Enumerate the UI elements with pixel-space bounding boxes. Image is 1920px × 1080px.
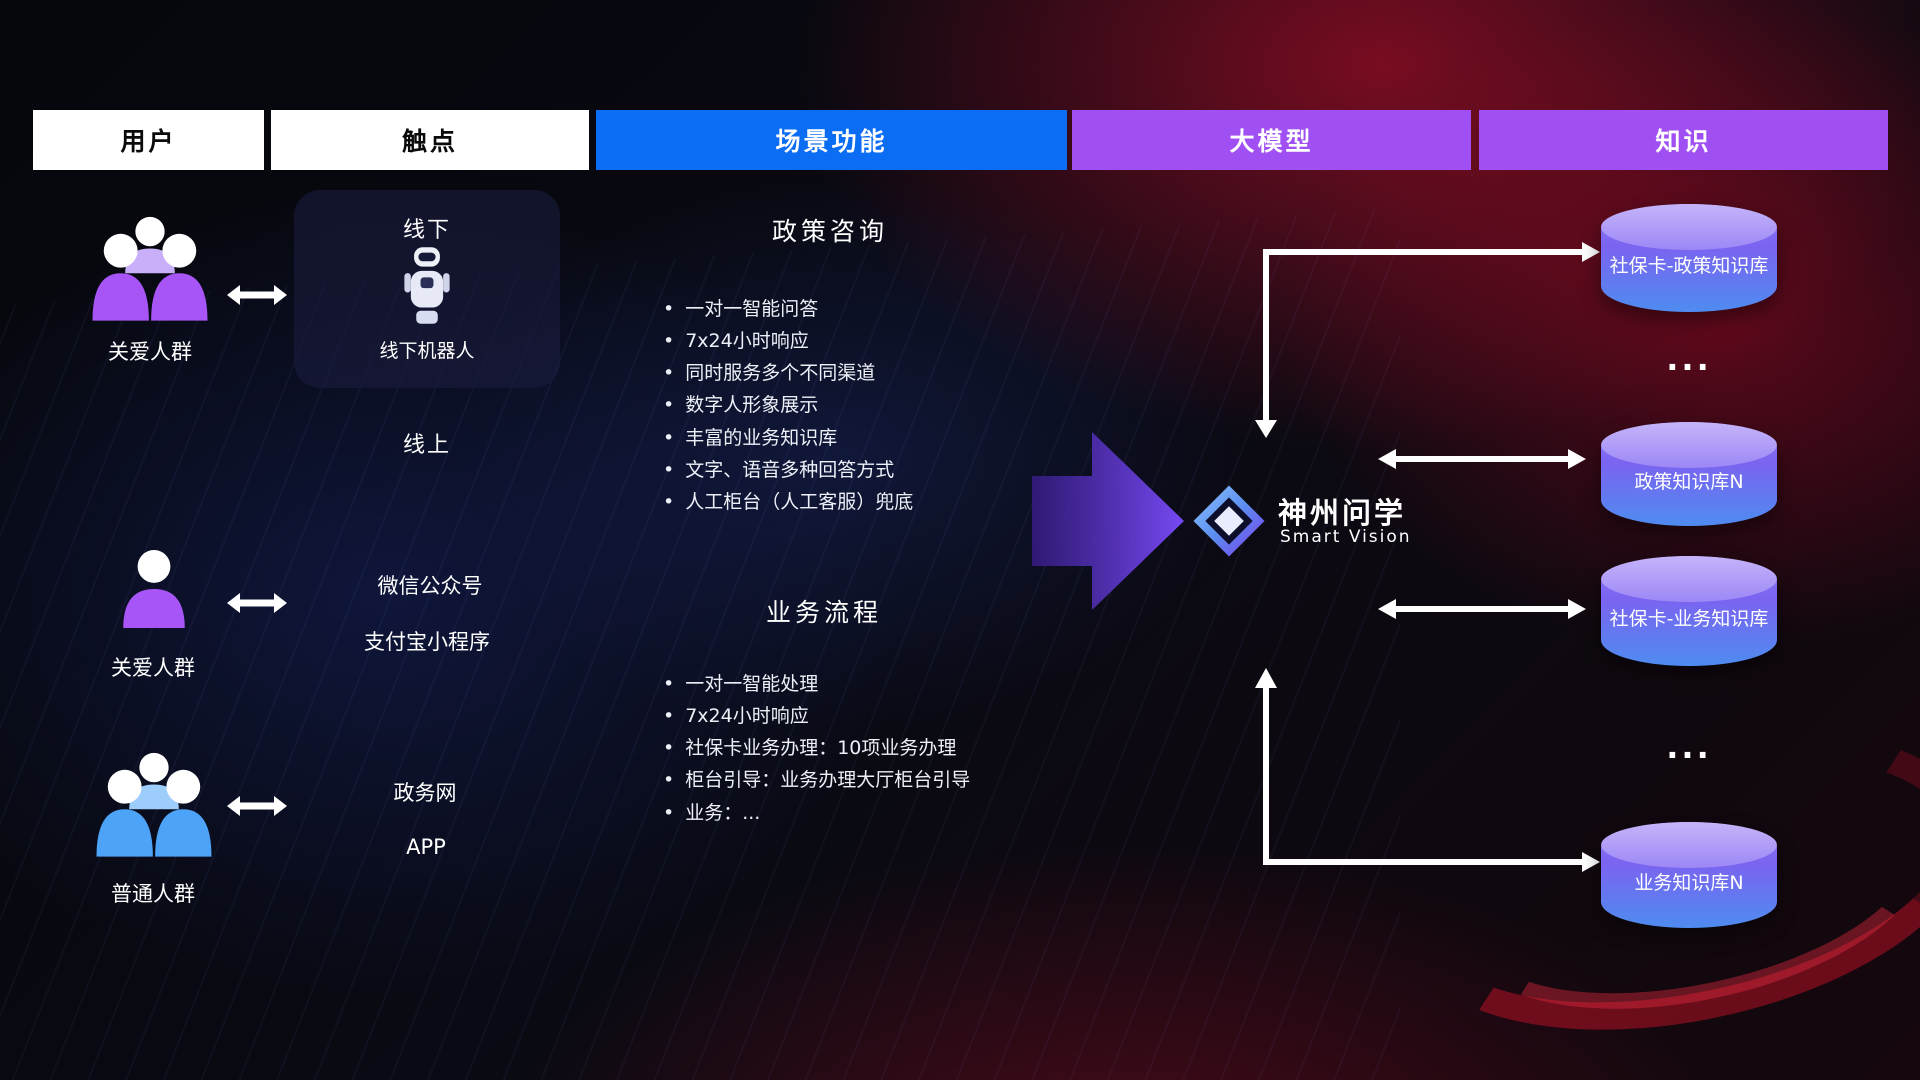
- online-title: 线上: [402, 433, 452, 458]
- offline-touchpoint-card: 线下 线下机器人: [294, 190, 560, 388]
- database-cylinder: 社保卡-业务知识库: [1601, 556, 1777, 666]
- scene-business-item: 业务：...: [663, 798, 760, 825]
- offline-device-label: 线下机器人: [379, 340, 475, 362]
- bidirectional-arrow-icon: [227, 285, 287, 305]
- bidirectional-arrow-icon: [227, 796, 287, 816]
- scene-policy-item: 人工柜台（人工客服）兜底: [663, 487, 913, 514]
- robot-icon: [404, 247, 450, 324]
- user-label: 普通人群: [111, 882, 195, 906]
- flow-arrow: [1032, 432, 1184, 610]
- column-header-scenes: 场景功能: [596, 110, 1067, 170]
- connector-arrow-double: [1378, 599, 1586, 619]
- scene-policy-item: 一对一智能问答: [663, 294, 818, 321]
- channel-wechat: 微信公众号: [377, 574, 483, 598]
- scene-business-item: 社保卡业务办理：10项业务办理: [663, 733, 956, 760]
- user-label: 关爱人群: [111, 656, 195, 680]
- database-lid: [1601, 822, 1777, 868]
- brand-name: 神州问学: [1278, 496, 1407, 530]
- offline-title: 线下: [402, 218, 452, 243]
- bidirectional-arrow-icon: [227, 593, 287, 613]
- database-label: 政策知识库N: [1634, 471, 1744, 494]
- scene-title-business: 业务流程: [765, 598, 883, 627]
- scene-policy-item: 同时服务多个不同渠道: [663, 358, 875, 385]
- scene-policy-item: 丰富的业务知识库: [663, 423, 837, 450]
- brand-subtitle: Smart Vision: [1280, 527, 1412, 547]
- column-header-model: 大模型: [1072, 110, 1471, 170]
- scene-policy-item: 文字、语音多种回答方式: [663, 455, 894, 482]
- scene-policy-item: 数字人形象展示: [663, 390, 818, 417]
- scene-business-item: 一对一智能处理: [663, 669, 818, 696]
- column-header-touchpoints: 触点: [271, 110, 589, 170]
- database-label: 社保卡-业务知识库: [1609, 608, 1769, 631]
- column-header-knowledge: 知识: [1479, 110, 1888, 170]
- ellipsis-more: ...: [1666, 340, 1712, 378]
- channel-alipay: 支付宝小程序: [364, 630, 490, 654]
- database-cylinder: 业务知识库N: [1601, 822, 1777, 928]
- channel-app: APP: [406, 835, 446, 859]
- connector-arrow-double: [1378, 449, 1586, 469]
- database-label: 社保卡-政策知识库: [1609, 255, 1769, 278]
- user-single-purple-icon: [123, 550, 185, 628]
- column-header-users: 用户: [33, 110, 264, 170]
- diamond-logo-icon: [1193, 485, 1265, 557]
- user-group-blue-icon: [96, 752, 212, 857]
- connector-arrow-top: [1255, 242, 1600, 438]
- scene-title-policy: 政策咨询: [771, 217, 889, 246]
- scene-business-item: 7x24小时响应: [663, 701, 809, 728]
- ellipsis-more: ...: [1666, 728, 1712, 766]
- database-lid: [1601, 422, 1777, 468]
- database-cylinder: 政策知识库N: [1601, 422, 1777, 526]
- database-lid: [1601, 204, 1777, 250]
- database-lid: [1601, 556, 1777, 602]
- scene-policy-item: 7x24小时响应: [663, 326, 809, 353]
- database-label: 业务知识库N: [1634, 872, 1744, 895]
- channel-gov-web: 政务网: [393, 781, 457, 805]
- scene-business-item: 柜台引导：业务办理大厅柜台引导: [663, 765, 970, 792]
- user-label: 关爱人群: [108, 340, 192, 364]
- connector-arrow-bottom: [1255, 668, 1600, 872]
- database-cylinder: 社保卡-政策知识库: [1601, 204, 1777, 312]
- user-group-purple-icon: [92, 216, 208, 321]
